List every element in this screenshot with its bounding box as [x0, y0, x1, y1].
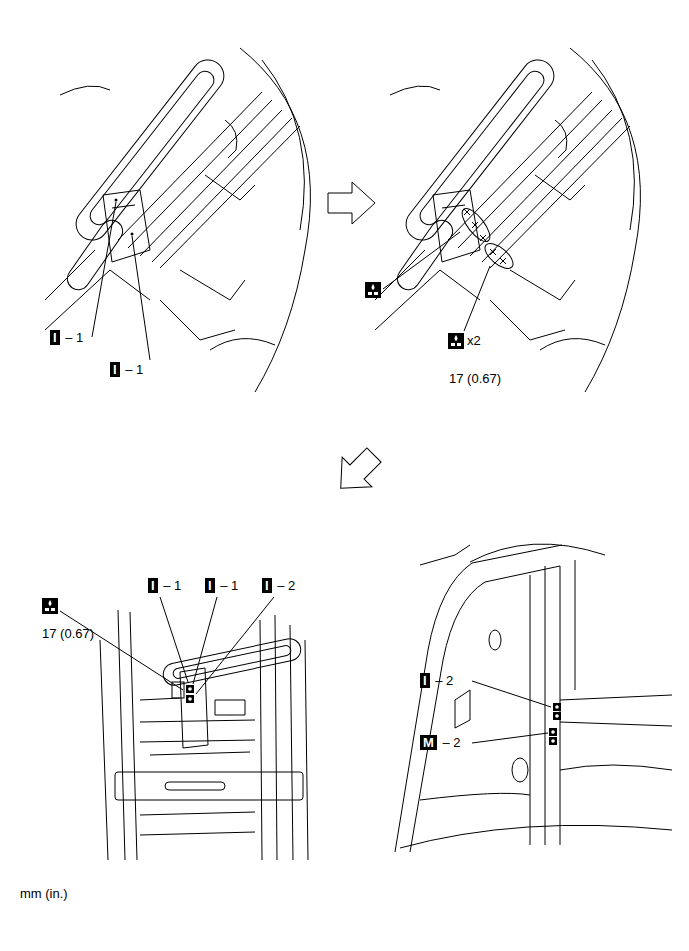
dimension: 17 (0.67): [449, 371, 501, 387]
part-code: I – 2: [262, 578, 295, 594]
part-code: I – 1: [205, 578, 238, 594]
part-code: I – 1: [148, 578, 181, 594]
unit-note: mm (in.): [20, 886, 68, 902]
dimension: 17 (0.67): [42, 626, 94, 642]
part-code: I – 1: [50, 330, 83, 346]
part-code: I – 2: [420, 673, 453, 689]
quantity: x2: [467, 333, 481, 349]
part-code: M – 2: [420, 735, 461, 751]
part-code: I – 1: [110, 362, 143, 378]
